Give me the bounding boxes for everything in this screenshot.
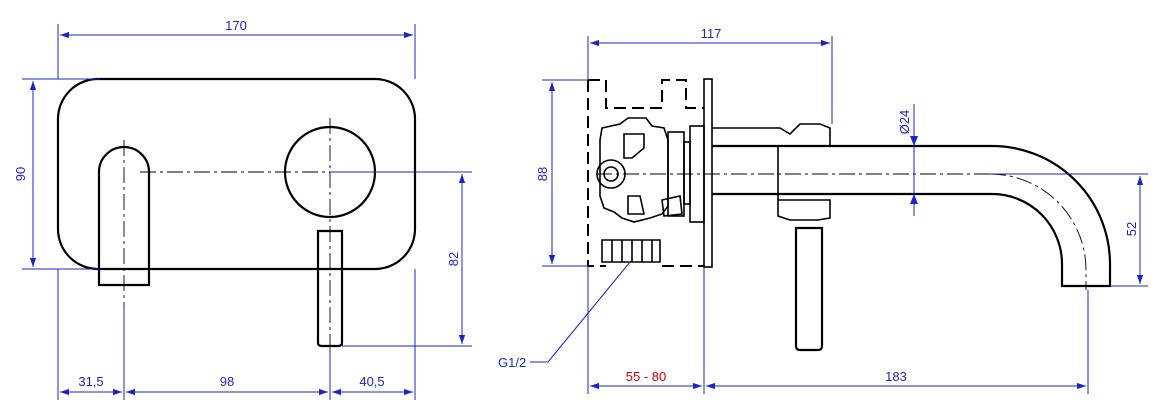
front-view: [56, 77, 470, 370]
side-dimensions: 117 88 Ø24 52 55 - 80 183 G1/2: [498, 26, 1148, 394]
spout-front: [97, 145, 151, 287]
dim-label-diameter: Ø24: [897, 110, 912, 135]
dim-label-117: 117: [701, 26, 722, 41]
thread-nut: [601, 239, 661, 263]
thread-label: G1/2: [498, 355, 526, 370]
handle-body-side: [712, 123, 831, 146]
dim-label-52: 52: [1124, 222, 1139, 236]
cover-plate: [56, 77, 417, 271]
front-dimensions: 170 90 82 31,5 98 40,5: [13, 18, 472, 400]
dim-label-40-5: 40,5: [359, 374, 384, 389]
spout-centerline: [989, 173, 1087, 290]
mounting-flange: [703, 78, 713, 268]
lever-side: [794, 226, 824, 352]
lever-front: [316, 229, 344, 348]
dim-label-90: 90: [13, 167, 28, 181]
dim-label-82: 82: [446, 252, 461, 266]
dim-label-55-80: 55 - 80: [626, 369, 666, 384]
dim-label-170: 170: [225, 18, 247, 33]
dim-label-31-5: 31,5: [78, 374, 103, 389]
dim-label-98: 98: [220, 374, 234, 389]
side-view: [587, 78, 1112, 352]
leader-g12: [547, 261, 631, 363]
valve-body: [599, 117, 669, 223]
install-box-outline: [587, 79, 704, 267]
spout-side: [712, 144, 1112, 288]
dim-label-88: 88: [535, 167, 550, 181]
dim-label-183: 183: [885, 369, 907, 384]
